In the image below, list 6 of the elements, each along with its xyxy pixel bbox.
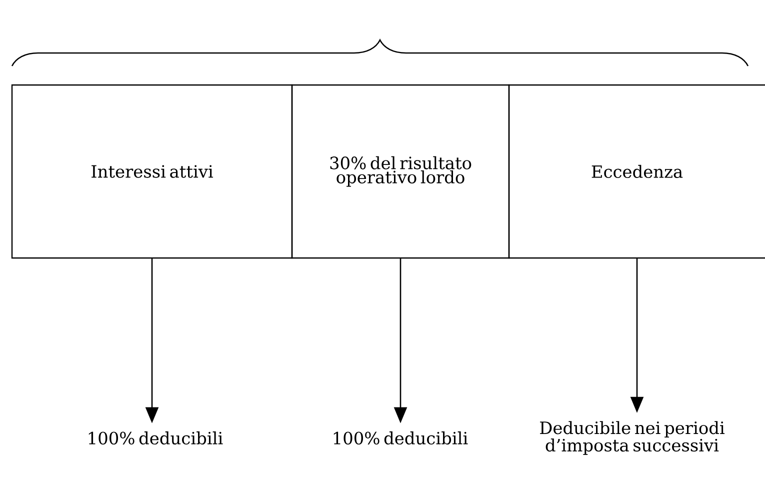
table-cell: Eccedenza — [508, 84, 765, 259]
result-text: 100% deducibili — [334, 431, 468, 445]
result-text: 100% deducibili — [88, 431, 223, 445]
table-cell: Interessi attivi — [11, 84, 293, 259]
result-text: Deducibile nei periodi d’imposta successivi — [540, 421, 725, 455]
table-cell: 30% del risultato operativo lordo — [291, 84, 510, 259]
